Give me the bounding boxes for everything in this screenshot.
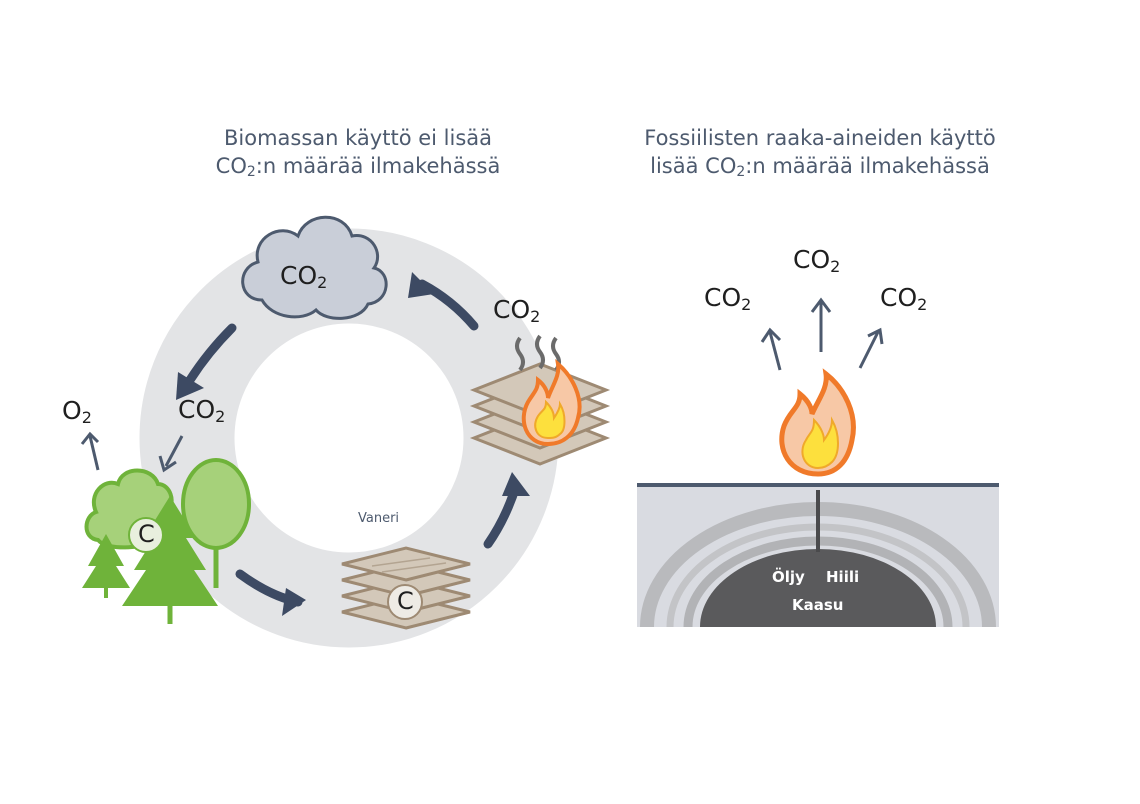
title-line-2: lisää CO2:n määrää ilmakehässä bbox=[650, 154, 990, 180]
arrowhead-icon bbox=[810, 297, 832, 313]
plywood-label: Vaneri bbox=[358, 511, 400, 526]
deposit-label-gas: Kaasu bbox=[792, 596, 844, 614]
title-fossil: Fossiilisten raaka-aineiden käyttö lisää… bbox=[620, 124, 1020, 180]
arrowhead-icon bbox=[158, 455, 177, 473]
flame-icon bbox=[779, 368, 856, 477]
arrowhead-icon bbox=[176, 372, 204, 400]
cycle-ring bbox=[139, 228, 559, 648]
arrowhead-icon bbox=[502, 472, 530, 496]
flame-icon bbox=[521, 358, 582, 447]
thin-arrows bbox=[80, 431, 184, 473]
plywood-stack-icon bbox=[341, 546, 471, 630]
co2-label-emission-right: CO2 bbox=[880, 283, 928, 314]
co2-label-emission-center: CO2 bbox=[793, 245, 841, 276]
title-line-1: Fossiilisten raaka-aineiden käyttö bbox=[644, 126, 996, 150]
co2-label-cloud: CO2 bbox=[280, 261, 328, 292]
arrowhead-icon bbox=[282, 588, 306, 616]
plywood-carbon-label: C bbox=[397, 587, 414, 615]
co2-label-emission-left: CO2 bbox=[704, 283, 752, 314]
carbon-badge bbox=[387, 584, 423, 620]
o2-label: O2 bbox=[62, 396, 92, 427]
arrowhead-icon bbox=[408, 272, 434, 298]
arrowhead-icon bbox=[80, 431, 100, 445]
carbon-badge bbox=[128, 517, 164, 553]
cycle-arrowheads bbox=[176, 272, 530, 616]
arrow-co2-absorb-icon bbox=[164, 435, 184, 467]
co2-label-burning: CO2 bbox=[493, 295, 541, 326]
arrowhead-icon bbox=[760, 327, 782, 343]
burning-plywood-icon bbox=[469, 334, 611, 466]
emission-arrows bbox=[760, 297, 884, 371]
arrow-up-icon bbox=[768, 331, 782, 371]
deposit-label-coal: Hiili bbox=[826, 568, 860, 586]
title-biomass: Biomassan käyttö ei lisää CO2:n määrää i… bbox=[188, 124, 528, 180]
title-line-1: Biomassan käyttö ei lisää bbox=[223, 126, 492, 150]
fossil-deposit bbox=[700, 549, 936, 627]
cloud-icon bbox=[241, 215, 388, 320]
forest-icon bbox=[82, 458, 251, 624]
arrowhead-icon bbox=[867, 327, 884, 345]
arrow-burn-to-cloud bbox=[417, 279, 479, 331]
arrow-up-icon bbox=[858, 331, 880, 369]
deposit-label-oil: Öljy bbox=[772, 568, 805, 586]
arrow-oxygen-icon bbox=[88, 435, 100, 471]
arrow-cloud-to-forest bbox=[185, 323, 237, 385]
title-line-2: CO2:n määrää ilmakehässä bbox=[215, 154, 501, 180]
tree-carbon-label: C bbox=[138, 520, 155, 548]
co2-label-absorb: CO2 bbox=[178, 395, 226, 426]
